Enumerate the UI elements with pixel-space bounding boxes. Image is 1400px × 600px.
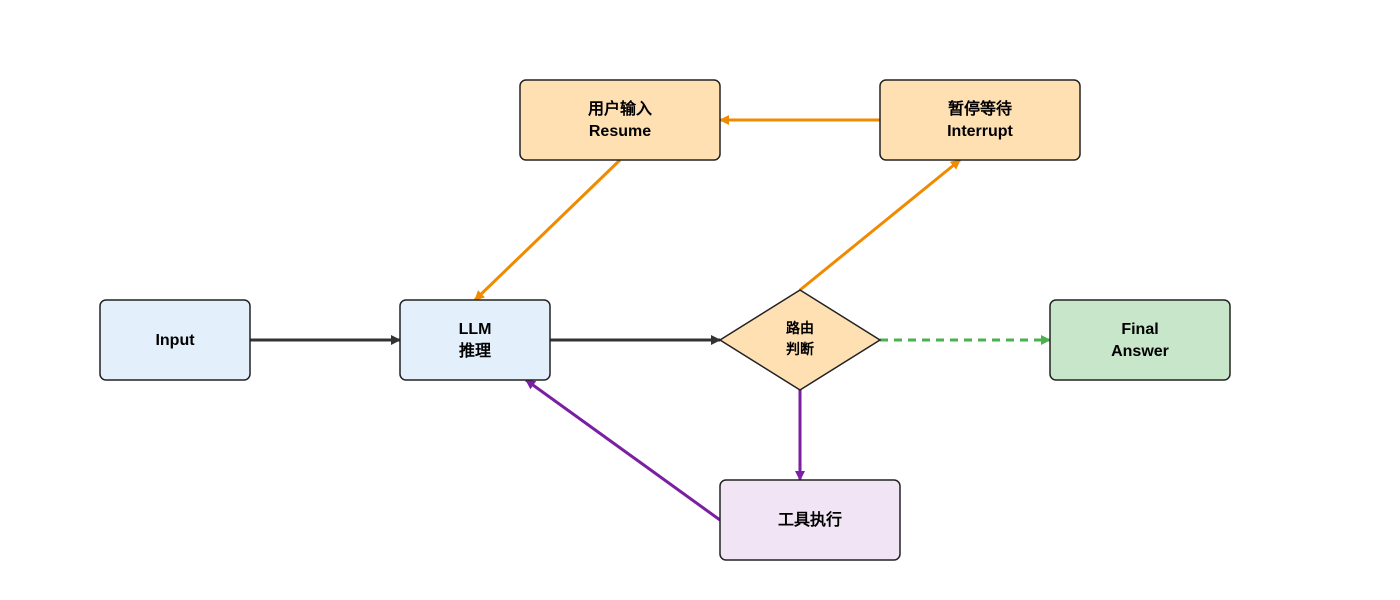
node-router: 路由 判断 [718, 289, 882, 391]
node-interrupt-label-line2: Interrupt [947, 123, 1013, 140]
node-tool-execution: 工具执行 [719, 479, 901, 561]
node-router-label-line1: 路由 [786, 320, 814, 336]
node-interrupt-label-line1: 暂停等待 [948, 99, 1012, 118]
node-tool-label: 工具执行 [778, 510, 842, 529]
node-input-label: Input [155, 332, 195, 349]
node-llm-label-line1: LLM [459, 321, 492, 338]
node-resume: 用户输入 Resume [519, 79, 721, 161]
node-llm-label-line2: 推理 [459, 341, 491, 360]
edge-tool-to-llm [525, 378, 721, 522]
node-final-answer: Final Answer [1049, 299, 1231, 381]
node-router-label-line2: 判断 [786, 341, 814, 357]
node-final-label-line2: Answer [1111, 343, 1169, 360]
node-final-label-line1: Final [1121, 321, 1158, 338]
node-resume-label-line2: Resume [589, 123, 651, 140]
node-interrupt: 暂停等待 Interrupt [879, 79, 1081, 161]
edge-resume-to-llm [473, 158, 622, 302]
node-resume-label-line1: 用户输入 [588, 99, 652, 118]
node-llm: LLM 推理 [399, 299, 551, 381]
node-input: Input [99, 299, 251, 381]
edge-router-to-interrupt [799, 158, 961, 292]
